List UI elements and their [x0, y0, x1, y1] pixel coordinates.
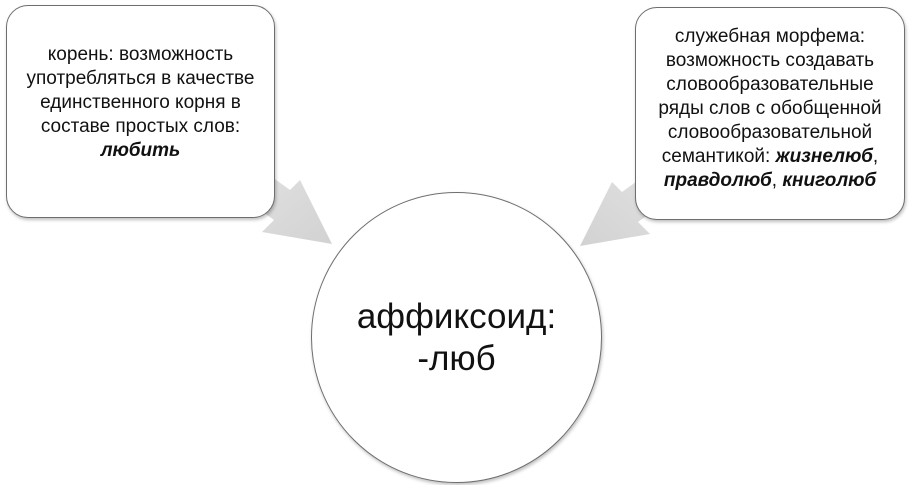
service-morpheme-box: служебная морфема: возможность создавать… — [635, 7, 905, 220]
example-knigolyub: книголюб — [782, 170, 877, 191]
affixoid-form: -люб — [417, 338, 496, 378]
root-example: любить — [100, 140, 181, 161]
root-box: корень: возможность употребляться в каче… — [6, 5, 275, 218]
example-zhiznelyub: жизнелюб — [775, 146, 873, 167]
example-separator: , — [771, 170, 778, 191]
service-morpheme-description: служебная морфема: возможность создавать… — [658, 26, 882, 167]
example-separator: , — [872, 146, 879, 167]
root-description: корень: возможность употребляться в каче… — [26, 44, 255, 137]
root-box-content: корень: возможность употребляться в каче… — [15, 43, 266, 163]
affixoid-circle: аффиксоид: -люб — [311, 192, 602, 483]
example-pravdolyub: правдолюб — [663, 170, 772, 191]
affixoid-title: аффиксоид: — [356, 296, 557, 336]
service-morpheme-content: служебная морфема: возможность создавать… — [644, 25, 896, 193]
